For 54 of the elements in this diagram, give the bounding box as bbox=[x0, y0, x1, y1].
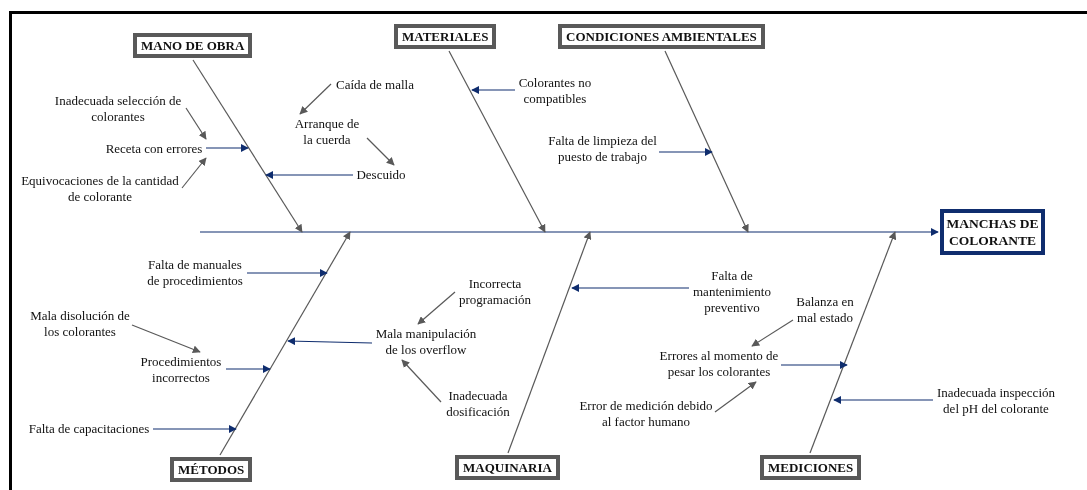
category-box: CONDICIONES AMBIENTALES bbox=[558, 24, 765, 49]
arrow bbox=[299, 83, 332, 115]
arrow bbox=[751, 319, 794, 347]
cause-text: Mala manipulación de los overflow bbox=[374, 326, 478, 358]
arrow bbox=[205, 144, 249, 152]
cause-text: Descuido bbox=[355, 167, 407, 183]
cause-text: Colorantes no compatibles bbox=[517, 75, 593, 107]
arrow bbox=[366, 137, 395, 166]
cause-text: Falta de manuales de procedimientos bbox=[145, 257, 245, 289]
cause-text: Error de medición debido al factor humano bbox=[579, 398, 713, 430]
cause-text: Errores al momento de pesar los colorantes bbox=[659, 348, 779, 380]
category-box: MEDICIONES bbox=[760, 455, 862, 480]
arrow bbox=[192, 59, 303, 233]
arrow bbox=[199, 228, 939, 236]
cause-text: Receta con errores bbox=[104, 141, 204, 157]
cause-text: Procedimientos incorrectos bbox=[138, 354, 224, 386]
arrow bbox=[246, 269, 328, 277]
arrow bbox=[181, 157, 207, 189]
arrow bbox=[225, 365, 271, 373]
arrow bbox=[809, 231, 897, 454]
category-box: MATERIALES bbox=[394, 24, 497, 49]
category-box: MAQUINARIA bbox=[455, 455, 560, 480]
arrow bbox=[471, 86, 516, 94]
arrow bbox=[571, 284, 690, 292]
cause-text: Equivocaciones de la cantidad de colorante bbox=[20, 173, 180, 205]
arrow bbox=[185, 107, 207, 140]
arrow bbox=[152, 425, 237, 433]
cause-text: Inadecuada selección de colorantes bbox=[52, 93, 184, 125]
cause-text: Falta de capacitaciones bbox=[27, 421, 151, 437]
arrow bbox=[265, 171, 354, 179]
category-box: MÉTODOS bbox=[170, 457, 253, 482]
cause-text: Mala disolución de los colorantes bbox=[30, 308, 130, 340]
arrow bbox=[448, 50, 546, 233]
cause-text: Arranque de la cuerda bbox=[289, 116, 365, 148]
arrow bbox=[780, 361, 848, 369]
arrow bbox=[131, 324, 201, 354]
cause-text: Incorrecta programación bbox=[457, 276, 533, 308]
arrow bbox=[287, 337, 373, 346]
cause-text: Falta de mantenimiento preventivo bbox=[691, 268, 773, 316]
cause-text: Inadecuada inspección del pH del colorante bbox=[935, 385, 1057, 417]
category-box: MANO DE OBRA bbox=[133, 33, 253, 58]
effect-box: MANCHAS DE COLORANTE bbox=[940, 209, 1045, 255]
arrow bbox=[664, 50, 749, 233]
arrow bbox=[833, 396, 934, 404]
arrow bbox=[507, 231, 592, 454]
arrow bbox=[658, 148, 713, 156]
arrow bbox=[714, 381, 757, 413]
cause-text: Inadecuada dosificación bbox=[443, 388, 513, 420]
arrow bbox=[401, 359, 442, 403]
arrow bbox=[219, 231, 351, 456]
cause-text: Falta de limpieza del puesto de trabajo bbox=[548, 133, 657, 165]
cause-text: Balanza en mal estado bbox=[795, 294, 855, 326]
arrow bbox=[417, 291, 456, 325]
cause-text: Caída de malla bbox=[333, 77, 417, 93]
